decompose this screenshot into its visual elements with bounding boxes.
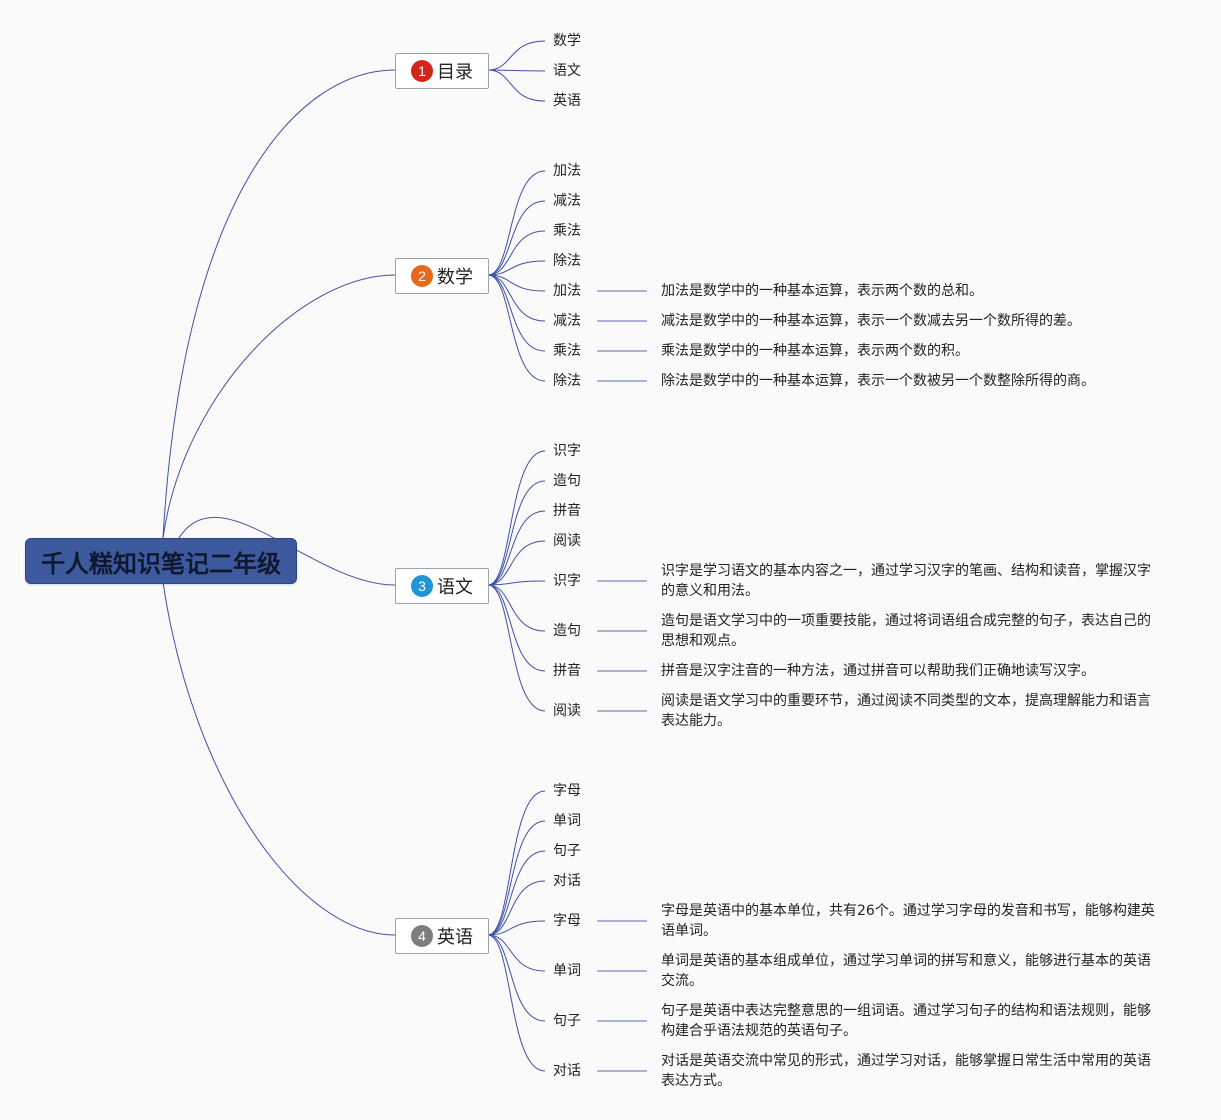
branch-leaf-connector	[487, 934, 546, 1022]
branch-leaf-connector	[487, 200, 546, 276]
leaf-topic[interactable]: 识字	[553, 443, 581, 459]
detail-topic[interactable]: 乘法	[553, 343, 581, 359]
branch-leaf-connector	[487, 790, 546, 936]
leaf-topic[interactable]: 加法	[553, 163, 581, 179]
detail-description[interactable]: 乘法是数学中的一种基本运算，表示两个数的积。	[661, 343, 969, 359]
branch-leaf-connector	[487, 69, 546, 102]
branch-chinese[interactable]: 3 语文	[395, 568, 489, 604]
branch-leaf-connector	[487, 584, 546, 672]
detail-description[interactable]: 阅读是语文学习中的重要环节，通过阅读不同类型的文本，提高理解能力和语言表达能力。	[661, 693, 1151, 729]
leaf-topic[interactable]: 数学	[553, 33, 581, 49]
branch-leaf-connector	[487, 580, 546, 586]
leaf-topic[interactable]: 字母	[553, 783, 581, 799]
leaf-topic[interactable]: 英语	[553, 93, 581, 109]
marker-3-icon: 3	[411, 575, 433, 597]
branch-leaf-connector	[487, 450, 546, 586]
detail-topic[interactable]: 减法	[553, 313, 581, 329]
branch-label: 数学	[437, 267, 473, 288]
detail-description[interactable]: 加法是数学中的一种基本运算，表示两个数的总和。	[661, 283, 983, 299]
detail-description[interactable]: 句子是英语中表达完整意思的一组词语。通过学习句子的结构和语法规则，能够构建合乎语…	[661, 1003, 1151, 1039]
branch-catalog[interactable]: 1 目录	[395, 53, 489, 89]
marker-4-icon: 4	[411, 925, 433, 947]
leaf-topic[interactable]: 造句	[553, 473, 581, 489]
branch-leaf-connector	[487, 820, 546, 936]
detail-topic[interactable]: 单词	[553, 963, 581, 979]
detail-description[interactable]: 字母是英语中的基本单位，共有26个。通过学习字母的发音和书写，能够构建英语单词。	[661, 903, 1155, 939]
root-branch-connector	[162, 516, 396, 586]
branch-leaf-connector	[487, 584, 546, 712]
branch-label: 目录	[437, 62, 473, 83]
branch-leaf-connector	[487, 584, 546, 632]
branch-leaf-connector	[487, 510, 546, 586]
branch-leaf-connector	[487, 850, 546, 936]
leaf-topic[interactable]: 对话	[553, 873, 581, 889]
detail-topic[interactable]: 阅读	[553, 703, 581, 719]
leaf-topic[interactable]: 乘法	[553, 223, 581, 239]
branch-leaf-connector	[487, 274, 546, 382]
branch-leaf-connector	[487, 40, 546, 71]
leaf-topic[interactable]: 单词	[553, 813, 581, 829]
detail-description[interactable]: 减法是数学中的一种基本运算，表示一个数减去另一个数所得的差。	[661, 313, 1081, 329]
branch-leaf-connector	[487, 934, 546, 1072]
detail-description[interactable]: 造句是语文学习中的一项重要技能，通过将词语组合成完整的句子，表达自己的思想和观点…	[661, 613, 1151, 649]
detail-topic[interactable]: 除法	[553, 373, 581, 389]
leaf-topic[interactable]: 阅读	[553, 533, 581, 549]
branch-label: 语文	[437, 577, 473, 598]
branch-leaf-connector	[487, 69, 546, 72]
branch-leaf-connector	[487, 274, 546, 352]
detail-topic[interactable]: 字母	[553, 913, 581, 929]
leaf-topic[interactable]: 语文	[553, 63, 581, 79]
branch-leaf-connector	[487, 480, 546, 586]
detail-description[interactable]: 拼音是汉字注音的一种方法，通过拼音可以帮助我们正确地读写汉字。	[661, 663, 1095, 679]
detail-topic[interactable]: 识字	[553, 573, 581, 589]
detail-topic[interactable]: 句子	[553, 1013, 581, 1029]
detail-description[interactable]: 对话是英语交流中常见的形式，通过学习对话，能够掌握日常生活中常用的英语表达方式。	[661, 1053, 1151, 1089]
marker-2-icon: 2	[411, 265, 433, 287]
detail-description[interactable]: 除法是数学中的一种基本运算，表示一个数被另一个数整除所得的商。	[661, 373, 1095, 389]
leaf-topic[interactable]: 拼音	[553, 503, 581, 519]
root-branch-connector	[162, 581, 396, 936]
detail-description[interactable]: 识字是学习语文的基本内容之一，通过学习汉字的笔画、结构和读音，掌握汉字的意义和用…	[661, 563, 1151, 599]
root-topic[interactable]: 千人糕知识笔记二年级	[25, 538, 297, 584]
root-topic-label: 千人糕知识笔记二年级	[41, 549, 281, 578]
detail-description[interactable]: 单词是英语的基本组成单位，通过学习单词的拼写和意义，能够进行基本的英语交流。	[661, 953, 1151, 989]
branch-math[interactable]: 2 数学	[395, 258, 489, 294]
detail-topic[interactable]: 对话	[553, 1063, 581, 1079]
marker-1-icon: 1	[411, 60, 433, 82]
detail-topic[interactable]: 加法	[553, 283, 581, 299]
root-branch-connector	[162, 274, 396, 539]
leaf-topic[interactable]: 句子	[553, 843, 581, 859]
root-branch-connector	[162, 69, 396, 539]
branch-leaf-connector	[487, 260, 546, 276]
branch-leaf-connector	[487, 230, 546, 276]
branch-english[interactable]: 4 英语	[395, 918, 489, 954]
branch-leaf-connector	[487, 880, 546, 936]
branch-label: 英语	[437, 927, 473, 948]
leaf-topic[interactable]: 减法	[553, 193, 581, 209]
branch-leaf-connector	[487, 540, 546, 586]
branch-leaf-connector	[487, 934, 546, 972]
detail-topic[interactable]: 拼音	[553, 663, 581, 679]
branch-leaf-connector	[487, 920, 546, 936]
branch-leaf-connector	[487, 170, 546, 276]
branch-leaf-connector	[487, 274, 546, 292]
leaf-topic[interactable]: 除法	[553, 253, 581, 269]
detail-topic[interactable]: 造句	[553, 623, 581, 639]
branch-leaf-connector	[487, 274, 546, 322]
